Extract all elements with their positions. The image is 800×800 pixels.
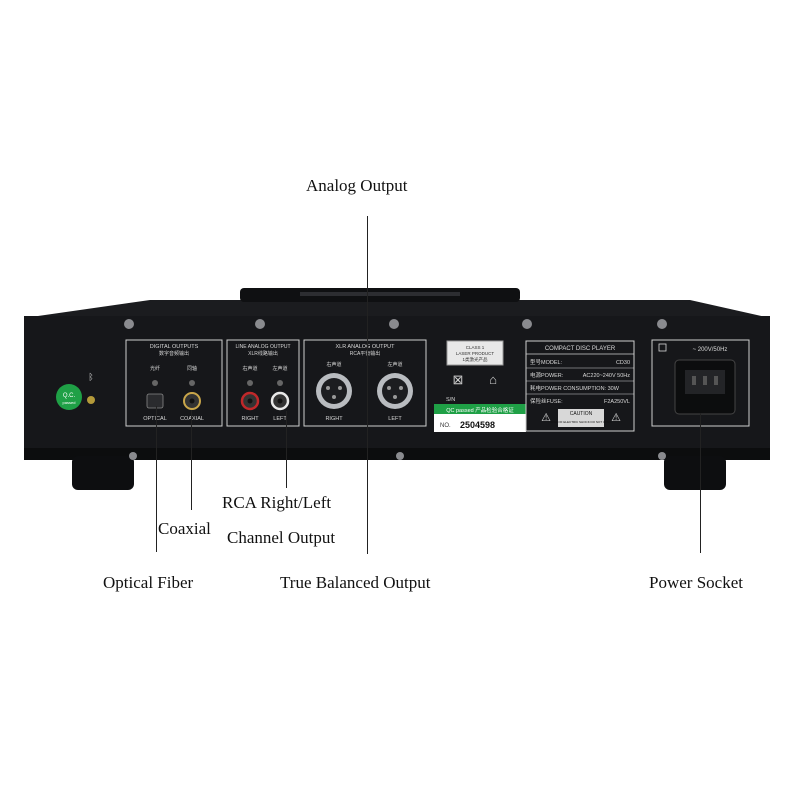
laser-label-line2: LASER PRODUCT [456, 351, 495, 356]
spec-power-label: 电源POWER: [530, 371, 564, 379]
home-icon: ⌂ [489, 372, 497, 387]
laser-label-line3: 1类激光产品 [462, 356, 488, 363]
lightning-icon: ⚠ [611, 412, 621, 424]
line-right-cn: 右声道 [242, 365, 257, 372]
coaxial-cn: 同轴 [187, 365, 197, 372]
qc-sticker-title: QC passed 产品检验合格证 [446, 406, 514, 414]
laser-label [446, 340, 504, 366]
coaxial-line [191, 410, 192, 510]
optical-label: OPTICAL [143, 416, 167, 422]
spec-model-value: CD30 [616, 360, 630, 366]
analog-output-line [367, 216, 368, 554]
spec-fuse-label: 保险丝FUSE: [530, 397, 563, 405]
analog-output-label: Analog Output [306, 176, 408, 195]
sn-label: S/N [446, 397, 455, 403]
optical-jack [146, 393, 164, 409]
optical-cn: 光纤 [150, 365, 160, 372]
line-title-cn: XLR线路输出 [248, 350, 278, 357]
channel-output-label: Channel Output [227, 528, 336, 547]
caution-title: CAUTION [570, 411, 593, 417]
caution-small: RISK OF ELECTRIC SHOCK DO NOT OPEN [551, 420, 612, 424]
rca-line [286, 411, 287, 488]
power-socket-line [700, 413, 701, 553]
antenna-jack [87, 396, 95, 404]
optical-line [156, 406, 157, 552]
bluetooth-icon: ᛒ [88, 372, 93, 382]
serial-number: 2504598 [460, 420, 495, 430]
optical-fiber-label: Optical Fiber [103, 573, 194, 592]
line-left-cn: 左声道 [272, 365, 287, 372]
power-socket-label: Power Socket [649, 573, 743, 592]
weee-icon: ⊠ [453, 372, 464, 387]
line-right-label: RIGHT [241, 416, 259, 422]
xlr-title: XLR ANALOG OUTPUT [336, 344, 396, 350]
digital-title-cn: 数字音频输出 [159, 350, 189, 357]
qc-badge-top: Q.C. [63, 393, 76, 399]
line-title: LINE ANALOG OUTPUT [235, 344, 290, 350]
foot-right [664, 456, 726, 490]
coaxial-label: COAXIAL [180, 416, 204, 422]
foot-left [72, 456, 134, 490]
xlr-title-cn: RCA平衡输出 [350, 350, 381, 357]
screws [124, 319, 667, 460]
coaxial-label: Coaxial [158, 519, 211, 538]
xlr-left-cn: 左声道 [387, 361, 402, 368]
caution-box [558, 409, 604, 427]
spec-panel [525, 340, 635, 432]
xlr-output-box [303, 339, 427, 427]
qc-sticker-no: NO. [440, 423, 451, 429]
qc-badge-bottom: passed [63, 400, 76, 405]
digital-title: DIGITAL OUTPUTS [150, 344, 199, 350]
xlr-right-label: RIGHT [325, 416, 343, 422]
digital-outputs-box [125, 339, 223, 427]
class-2-icon [658, 343, 667, 352]
voltage-label: ~ 200V/50Hz [693, 347, 728, 353]
laser-label-line1: CLASS 1 [466, 345, 485, 350]
xlr-right-cn: 右声道 [326, 361, 341, 368]
xlr-left-label: LEFT [388, 416, 402, 422]
qc-badge [56, 384, 82, 410]
line-output-box [226, 339, 300, 427]
warning-icon: ⚠ [541, 412, 551, 424]
rca-label: RCA Right/Left [222, 493, 332, 512]
spec-power-value: AC220~240V 50Hz [583, 373, 630, 379]
spec-consumption: 耗电POWER CONSUMPTION: 30W [530, 384, 620, 392]
spec-title: COMPACT DISC PLAYER [545, 346, 616, 352]
true-balanced-label: True Balanced Output [280, 573, 431, 592]
line-left-label: LEFT [273, 416, 287, 422]
spec-fuse-value: F2A250VL [604, 399, 630, 405]
top-cover [24, 300, 770, 318]
spec-model-label: 型号MODEL: [530, 358, 563, 366]
